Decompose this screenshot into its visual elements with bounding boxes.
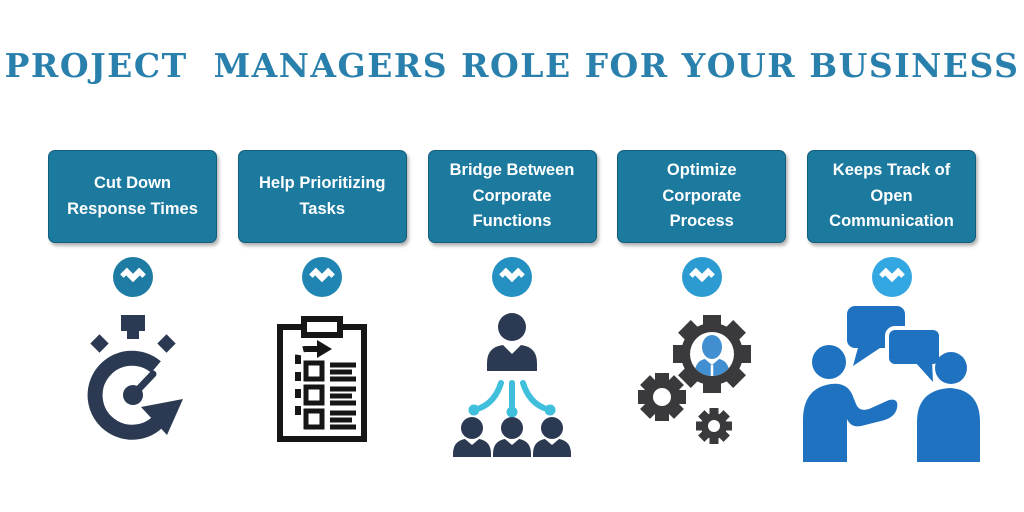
role-icon-box	[75, 302, 191, 462]
column-cut-down-response-times: Cut Down Response Times	[48, 150, 217, 462]
role-icon-box	[447, 302, 577, 462]
role-card-label: Optimize Corporate Process	[662, 161, 742, 231]
role-card: Keeps Track of Open Communication	[807, 150, 976, 243]
role-icon-box	[267, 302, 377, 462]
role-card: Cut Down Response Times	[48, 150, 217, 243]
chevron-down-icon	[681, 257, 722, 297]
role-card-label: Help Prioritizing Tasks	[258, 173, 386, 218]
people-chat-icon	[803, 306, 980, 462]
column-optimize-corporate-process: Optimize Corporate Process	[617, 150, 787, 462]
column-bridge-between-corporate-functions: Bridge Between Corporate Functions	[427, 150, 597, 462]
stopwatch-icon	[87, 315, 183, 440]
role-card-label: Cut Down Response Times	[67, 173, 198, 218]
column-keeps-track-open-communication: Keeps Track of Open Communication	[803, 150, 980, 462]
role-icon-box	[799, 302, 984, 462]
chevron-down-icon	[871, 257, 912, 297]
gears-user-icon	[638, 315, 752, 444]
chevron-down-icon	[492, 257, 532, 297]
role-card: Optimize Corporate Process	[617, 150, 787, 243]
page-title: PROJECT MANAGERS ROLE FOR YOUR BUSINESS	[4, 46, 1020, 85]
role-card-label: Bridge Between Corporate Functions	[449, 161, 575, 231]
columns-row: Cut Down Response Times	[48, 150, 980, 462]
checklist-clipboard-icon	[277, 316, 368, 442]
chevron-down-icon	[302, 257, 343, 297]
chevron-down-icon	[112, 257, 153, 297]
role-card: Bridge Between Corporate Functions	[427, 150, 597, 243]
column-help-prioritizing-tasks: Help Prioritizing Tasks	[237, 150, 407, 462]
org-hierarchy-icon	[453, 313, 571, 457]
role-card: Help Prioritizing Tasks	[237, 150, 407, 243]
role-card-label: Keeps Track of Open Communication	[829, 161, 954, 231]
role-icon-box	[634, 302, 769, 462]
